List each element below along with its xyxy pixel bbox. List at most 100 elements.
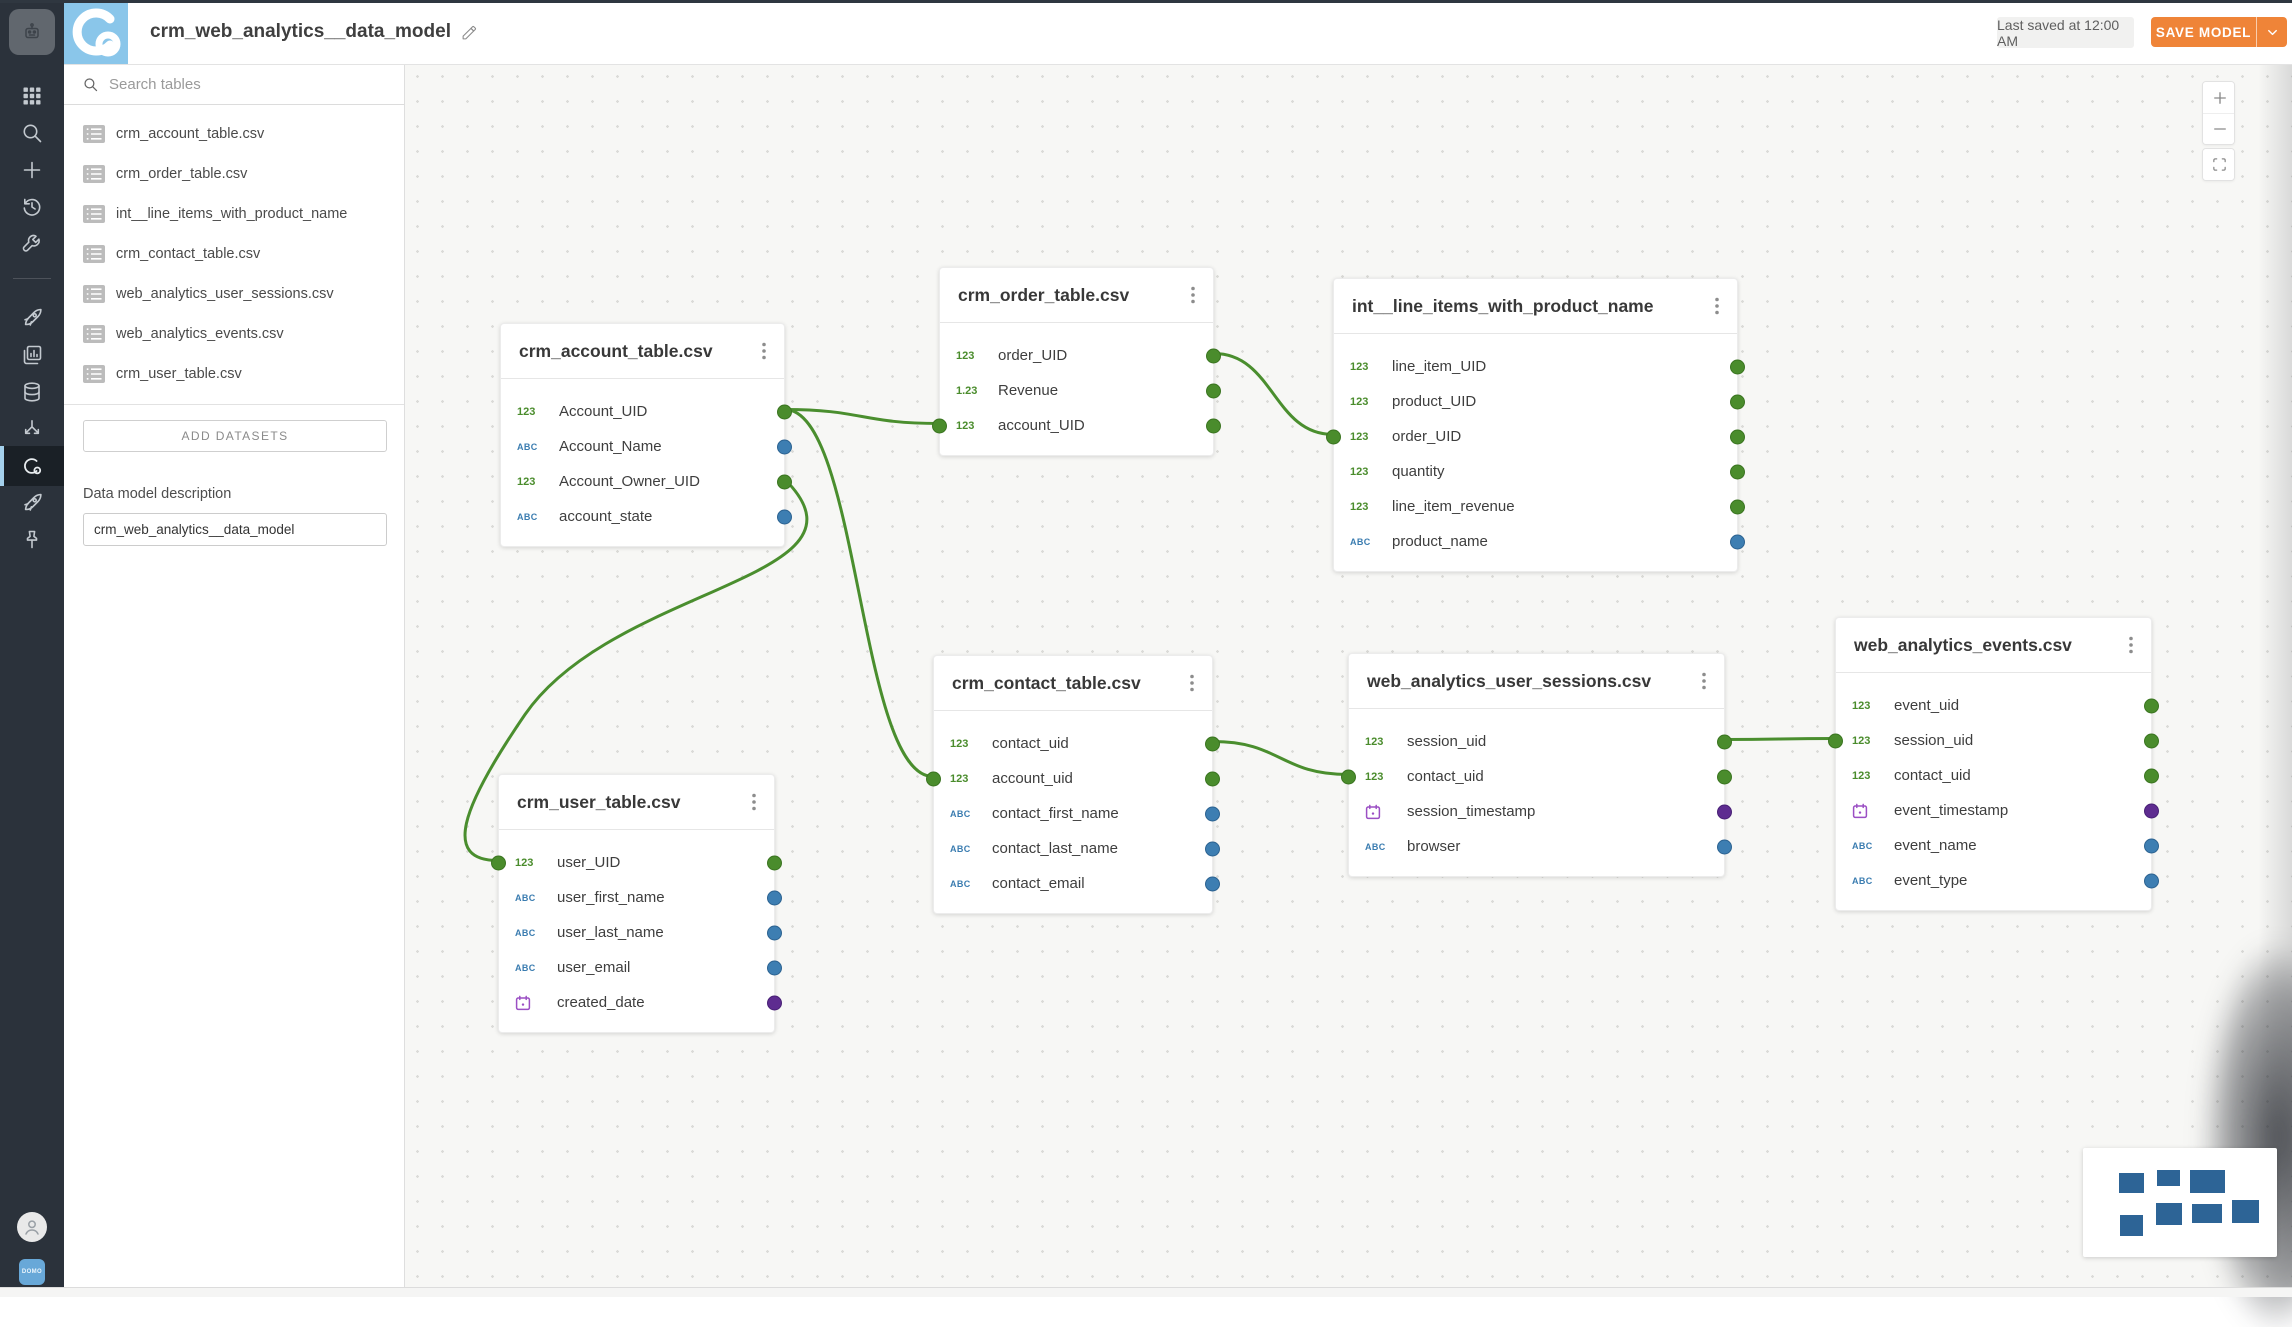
output-port[interactable] [777,439,792,454]
node-header[interactable]: int__line_items_with_product_name [1334,279,1737,334]
output-port[interactable] [767,855,782,870]
output-port[interactable] [2144,698,2159,713]
minimap[interactable] [2083,1148,2277,1257]
output-port[interactable] [1730,394,1745,409]
kebab-menu-icon[interactable] [1709,297,1725,315]
save-model-button[interactable]: SAVE MODEL [2151,17,2256,47]
table-list-item[interactable]: web_analytics_user_sessions.csv [64,274,404,314]
node-header[interactable]: web_analytics_events.csv [1836,618,2151,673]
rail-item-report[interactable] [0,335,64,375]
kebab-menu-icon[interactable] [746,793,762,811]
node-header[interactable]: web_analytics_user_sessions.csv [1349,654,1724,709]
input-port[interactable] [926,771,941,786]
output-port[interactable] [1717,804,1732,819]
output-port[interactable] [777,509,792,524]
relationship-wire[interactable] [1212,352,1335,436]
output-port[interactable] [2144,803,2159,818]
kebab-menu-icon[interactable] [2123,636,2139,654]
rail-item-wrench[interactable] [0,224,64,264]
search-tables-input[interactable] [107,74,361,94]
relationship-wire[interactable] [463,478,809,862]
input-port[interactable] [491,855,506,870]
relationship-wire[interactable] [783,408,935,778]
output-port[interactable] [1206,383,1221,398]
description-input[interactable] [83,513,387,546]
user-avatar[interactable] [17,1212,47,1242]
table-list-item[interactable]: crm_user_table.csv [64,354,404,394]
node-header[interactable]: crm_account_table.csv [501,324,784,379]
output-port[interactable] [767,960,782,975]
output-port[interactable] [1205,771,1220,786]
rail-item-database[interactable] [0,372,64,412]
output-port[interactable] [1730,534,1745,549]
rail-item-rocket-2[interactable] [0,483,64,523]
table-list-item[interactable]: int__line_items_with_product_name [64,194,404,234]
assistant-robot-button[interactable] [9,9,55,55]
rail-item-rocket[interactable] [0,298,64,338]
input-port[interactable] [1828,733,1843,748]
fit-view-button[interactable] [2203,149,2234,180]
input-port[interactable] [1326,429,1341,444]
column-row[interactable]: session_timestamp [1349,794,1732,829]
output-port[interactable] [1205,841,1220,856]
input-port[interactable] [1341,769,1356,784]
rail-item-data-model[interactable] [0,446,64,486]
output-port[interactable] [777,404,792,419]
table-list-item[interactable]: crm_account_table.csv [64,114,404,154]
output-port[interactable] [1206,418,1221,433]
output-port[interactable] [1205,876,1220,891]
output-port[interactable] [1730,464,1745,479]
output-port[interactable] [777,474,792,489]
output-port[interactable] [1717,734,1732,749]
rail-item-history[interactable] [0,187,64,227]
output-port[interactable] [2144,768,2159,783]
output-port[interactable] [767,890,782,905]
output-port[interactable] [1730,359,1745,374]
output-port[interactable] [2144,838,2159,853]
input-port[interactable] [932,418,947,433]
relationship-wire[interactable] [1211,740,1350,776]
zoom-in-button[interactable] [2203,82,2234,113]
column-row[interactable]: event_timestamp [1836,793,2159,828]
rail-item-branch[interactable] [0,409,64,449]
output-port[interactable] [1730,429,1745,444]
table-list-item[interactable]: crm_contact_table.csv [64,234,404,274]
rail-item-search[interactable] [0,113,64,153]
table-list-item[interactable]: web_analytics_events.csv [64,314,404,354]
kebab-menu-icon[interactable] [1184,674,1200,692]
rail-item-plus[interactable] [0,150,64,190]
kebab-menu-icon[interactable] [756,342,772,360]
save-options-dropdown[interactable] [2256,17,2287,47]
edit-pencil-icon[interactable] [461,24,478,41]
